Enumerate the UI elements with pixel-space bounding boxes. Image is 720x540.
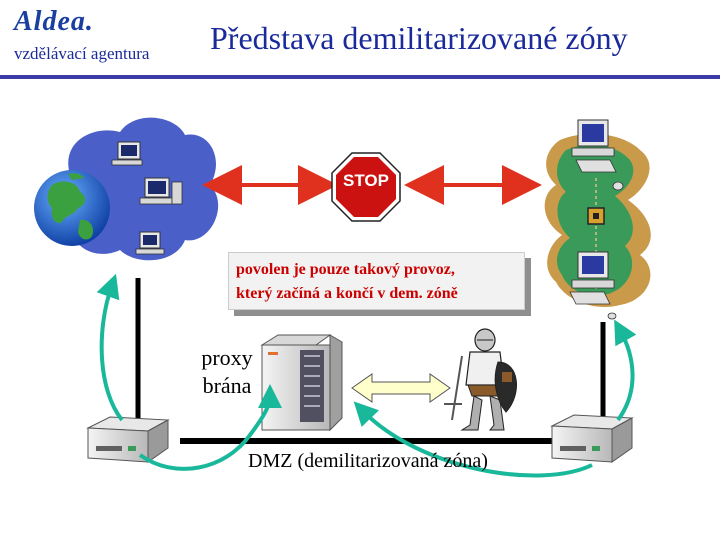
computer-icon (139, 177, 183, 205)
brand-logo: Aldea. (14, 6, 94, 37)
dmz-label: DMZ (demilitarizovaná zóna) (248, 450, 488, 472)
page-title: Představa demilitarizované zóny (210, 20, 628, 56)
allowed-traffic-arrow (353, 401, 593, 478)
computer-icon (569, 251, 617, 320)
allowed-traffic-arrow (614, 319, 637, 422)
proxy-gateway-label: proxy brána (192, 344, 262, 400)
proxy-relay-arrow (351, 373, 451, 403)
allowed-traffic-arrow (138, 384, 282, 471)
knight-icon (444, 328, 517, 431)
policy-line: který začíná a končí v dem. zóně (236, 285, 458, 302)
brand-subtitle: vzdělávací agentura (14, 44, 150, 63)
stop-sign-icon (331, 152, 401, 222)
stop-sign-label: STOP (343, 171, 389, 190)
proxy-label-line: brána (202, 373, 252, 398)
policy-line: povolen je pouze takový provoz, (236, 261, 455, 278)
header-divider (0, 75, 720, 79)
policy-text: povolen je pouze takový provoz, který za… (236, 258, 526, 306)
computer-icon (135, 231, 165, 255)
router-icon (86, 416, 170, 463)
proxy-server-icon (260, 334, 343, 432)
computer-icon (111, 141, 143, 166)
allowed-traffic-arrow (96, 273, 124, 422)
proxy-label-line: proxy (201, 345, 253, 370)
computer-icon (571, 119, 624, 191)
globe-icon (34, 170, 110, 246)
router-icon (550, 414, 634, 463)
policy-callout (228, 252, 525, 310)
